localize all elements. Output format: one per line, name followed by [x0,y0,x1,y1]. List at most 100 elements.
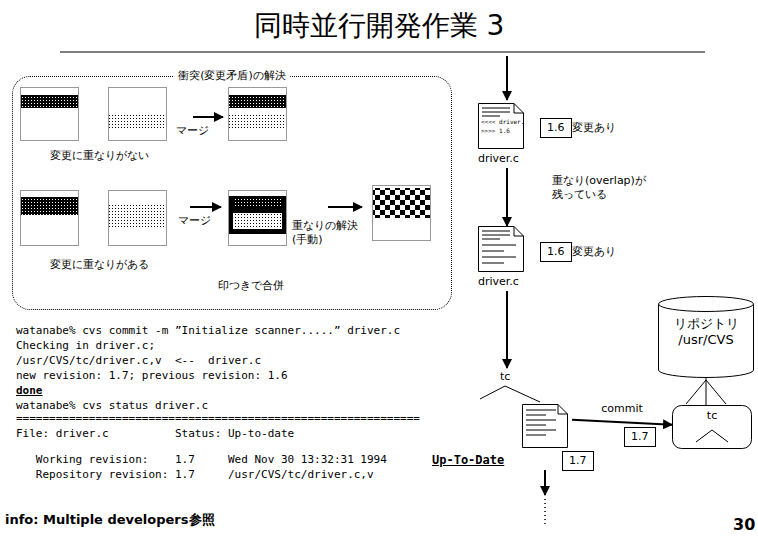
text-line [482,112,510,113]
status-label: Up-To-Date [432,453,504,468]
resolve-label: 重なりの解決 (手動) [292,219,370,247]
change-band [21,197,78,215]
node-ver: 1.7 [624,427,656,447]
connector [506,168,508,226]
text-line [482,108,510,109]
node-texts: tc [672,405,752,424]
node-repo: リポジトリ/usr/CVS [658,296,754,378]
merge-label: マージ [176,124,209,138]
terminal-line: Repository revision: 1.7 /usr/CVS/tc/dri… [16,468,374,481]
page-number: 30 [733,515,755,535]
merge-arrow [193,116,223,118]
status-note: 変更あり [572,245,616,259]
terminal-line: watanabe% cvs status driver.c [16,399,208,412]
document-box [21,191,79,246]
page-outline [479,227,524,272]
module-name: tc [500,370,510,384]
node-ver: 1.6 [540,118,572,138]
change-band [233,213,282,229]
conflict-mark [229,196,286,234]
change-band [109,205,166,228]
text-line [526,420,556,421]
node-doc: driver.c [478,226,536,291]
case-label: 変更に重なりがない [50,149,149,163]
repository-label: リポジトリ [674,316,739,332]
terminal-line: new revision: 1.7; previous revision: 1.… [16,369,288,382]
page-title: 同時並行開発作業 3 [0,8,758,44]
document-box [229,88,287,141]
connector [706,378,707,405]
change-band [229,95,286,108]
revision-number: 1.7 [631,430,649,444]
branch-line [686,380,706,404]
flow-arrow [506,56,508,100]
page-fold [514,227,524,237]
text-line [482,235,510,236]
terminal-line: Checking in driver.c; [16,339,155,352]
document-icon [478,103,524,149]
page-outline [523,405,568,448]
node-ver: 1.7 [562,451,594,471]
conflict-marker: <<<< driver. [481,118,524,126]
node-doc3: tc [478,368,572,450]
revision-number: 1.6 [547,121,565,135]
continuation-dots [544,499,546,524]
tree-line [480,386,505,399]
edge-label: commit [599,402,645,416]
connector [572,420,672,425]
terminal-line: ========================================… [16,412,420,425]
document-box [229,191,287,246]
terminal-line: File: driver.c Status: Up-to-date [16,427,294,440]
text-line [526,435,546,436]
text-line [482,251,504,252]
module-name: tc [707,408,717,424]
terminal-line: watanabe% cvs commit -m ”Initialize scan… [16,324,400,337]
text-line [526,425,546,426]
title-rule [60,52,705,53]
repository-label: /usr/CVS [678,332,733,348]
document-box [109,88,167,141]
marked-merge-label: 印つきで合併 [218,279,284,293]
text-line [526,410,556,411]
text-line [482,245,516,246]
text-line [482,257,516,258]
change-band [21,95,78,108]
change-band [233,199,282,208]
case-label: 変更に重なりがある [50,258,149,272]
page-fold [514,104,524,114]
node-ver: 1.6 [540,242,572,262]
file-name: driver.c [478,152,519,166]
document-icon [478,226,524,272]
revision-number: 1.6 [547,245,565,259]
branch-line [706,380,726,404]
node-texts: リポジトリ/usr/CVS [658,296,754,348]
node-region: 衝突(変更矛盾)の解決 [12,76,452,310]
node-doc: driver.c [478,103,536,168]
text-line [482,239,500,240]
terminal-line: Working revision: 1.7 Wed Nov 30 13:32:3… [16,453,387,466]
text-line [482,263,504,264]
merge-arrow [190,206,221,208]
text-line [482,231,510,232]
cylinder-top [659,297,754,312]
change-band [229,113,286,130]
document-icon [522,404,568,448]
reference-note: info: Multiple developers参照 [5,511,215,528]
cylinder-body [659,304,754,378]
flow-arrow [544,470,546,495]
document-box [21,88,79,141]
resolve-arrow [328,206,362,208]
terminal-line: done [16,384,43,397]
revision-number: 1.7 [569,454,587,468]
module-outline [673,406,752,449]
connector [506,291,508,368]
page-fold [558,405,568,415]
module-tree [696,430,728,442]
tree-line [505,386,540,402]
document-box [109,191,167,246]
overlap-note: 重なり(overlap)が 残っている [552,174,670,202]
merge-label: マージ [178,214,211,228]
text-line [482,116,500,117]
node-tcbox: tc [672,405,752,449]
